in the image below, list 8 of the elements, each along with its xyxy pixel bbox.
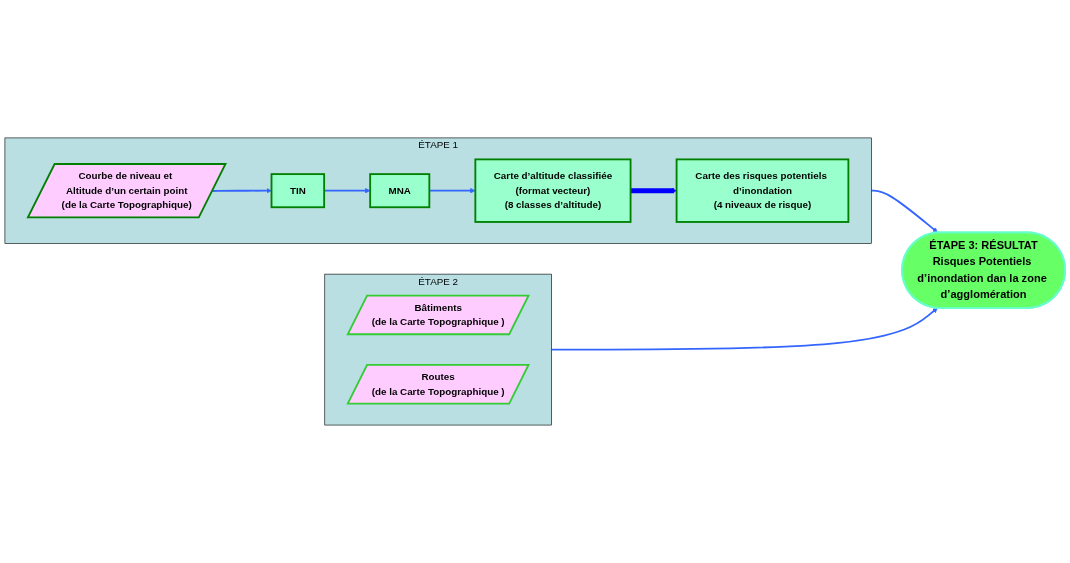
arrow bbox=[211, 188, 272, 194]
node-box: MNA bbox=[369, 173, 431, 209]
node-box: TIN bbox=[270, 173, 326, 209]
arrow bbox=[550, 307, 938, 351]
arrow bbox=[870, 189, 938, 233]
node-box: Carte d’altitude classifiée (format vecteur) (8 classes d’altitude) bbox=[474, 158, 632, 223]
arrow bbox=[630, 188, 677, 194]
node-box: Carte des risques potentiels d’inondation (4 niveaux de risque) bbox=[675, 158, 850, 223]
